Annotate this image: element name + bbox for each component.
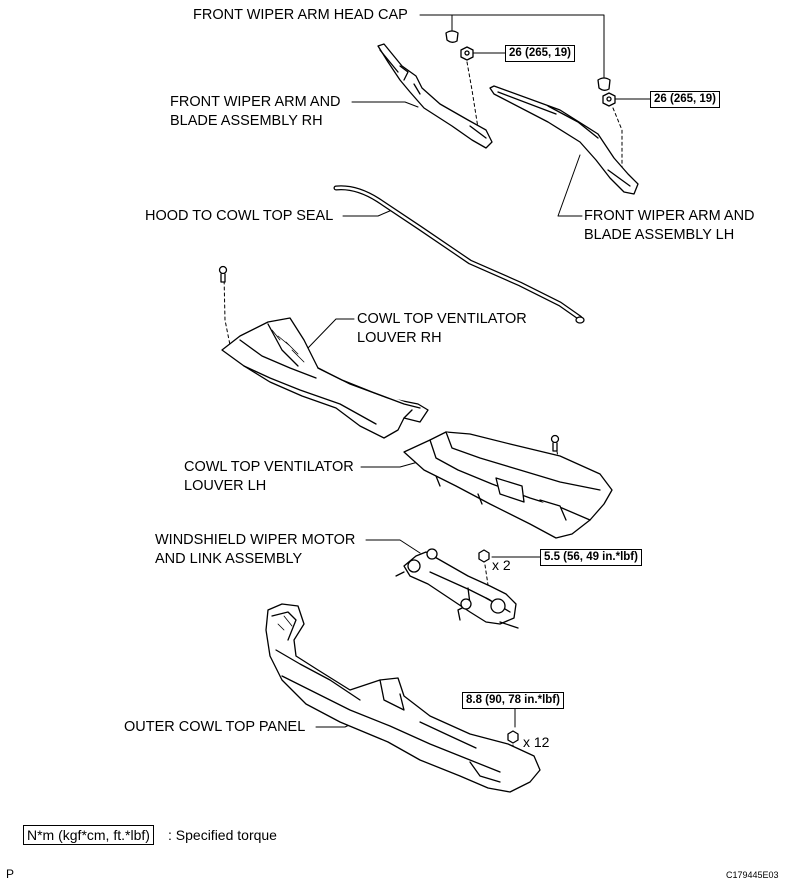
quantity-panel-bolt: x 12 <box>523 734 550 750</box>
label-windshield-wiper-motor-line2: AND LINK ASSEMBLY <box>155 551 303 567</box>
legend-specified-torque-text: : Specified torque <box>168 827 277 843</box>
page-marker: P <box>6 867 15 881</box>
quantity-motor-bolt: x 2 <box>492 557 511 573</box>
panel-bolt <box>507 730 519 744</box>
label-windshield-wiper-motor-line1: WINDSHIELD WIPER MOTOR <box>155 532 356 548</box>
torque-box-panel-bolt: 8.8 (90, 78 in.*lbf) <box>462 692 564 709</box>
outer-cowl-top-panel <box>265 603 541 793</box>
nut-rh <box>460 46 474 61</box>
cowl-top-ventilator-louver-rh <box>221 317 429 439</box>
windshield-wiper-motor-and-link-assembly <box>395 548 519 629</box>
label-hood-to-cowl-top-seal: HOOD TO COWL TOP SEAL <box>145 208 334 224</box>
label-front-wiper-arm-lh-line2: BLADE ASSEMBLY LH <box>584 227 735 243</box>
front-wiper-arm-rh <box>377 43 493 149</box>
hood-to-cowl-top-seal <box>333 185 585 324</box>
nut-lh <box>602 92 616 107</box>
figure-code: C179445E03 <box>726 870 779 880</box>
louver-lh-clip <box>550 434 560 452</box>
label-cowl-top-ventilator-louver-lh-line1: COWL TOP VENTILATOR <box>184 459 354 475</box>
torque-box-motor-bolt: 5.5 (56, 49 in.*lbf) <box>540 549 642 566</box>
front-wiper-arm-lh <box>489 85 639 195</box>
torque-box-arm-rh-nut: 26 (265, 19) <box>505 45 576 62</box>
label-front-wiper-arm-lh-line1: FRONT WIPER ARM AND <box>584 208 755 224</box>
torque-box-arm-lh-nut: 26 (265, 19) <box>650 91 721 108</box>
label-front-wiper-arm-head-cap: FRONT WIPER ARM HEAD CAP <box>193 7 408 23</box>
label-cowl-top-ventilator-louver-rh-line2: LOUVER RH <box>357 330 442 346</box>
label-cowl-top-ventilator-louver-lh-line2: LOUVER LH <box>184 478 267 494</box>
label-front-wiper-arm-rh-line2: BLADE ASSEMBLY RH <box>170 113 323 129</box>
wiper-arm-head-cap-rh <box>445 30 459 43</box>
wiper-arm-head-cap-lh <box>597 77 611 91</box>
label-outer-cowl-top-panel: OUTER COWL TOP PANEL <box>124 719 306 735</box>
cowl-top-ventilator-louver-lh <box>403 431 613 539</box>
motor-bolt <box>478 549 490 563</box>
label-cowl-top-ventilator-louver-rh-line1: COWL TOP VENTILATOR <box>357 311 527 327</box>
leader-lines <box>307 14 651 728</box>
label-front-wiper-arm-rh-line1: FRONT WIPER ARM AND <box>170 94 341 110</box>
legend-torque-unit-box: N*m (kgf*cm, ft.*lbf) <box>23 825 154 845</box>
louver-rh-clip <box>218 265 228 283</box>
